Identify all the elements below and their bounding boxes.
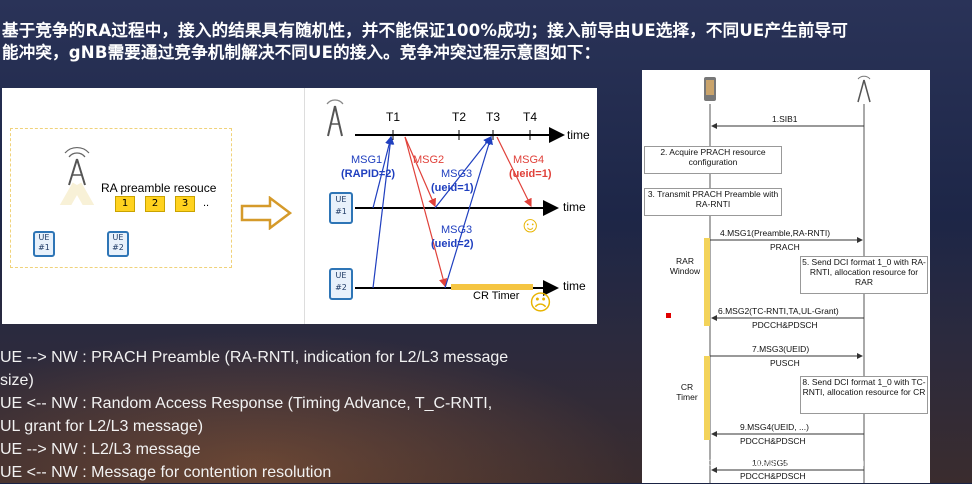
preamble-ellipsis: .. [203, 197, 210, 209]
list-item: UL grant for L2/L3 message) [0, 418, 204, 435]
preamble-cell: 2 [145, 196, 165, 212]
phone-icon [704, 77, 716, 101]
msg3-label: 7.MSG3(UEID) [752, 344, 810, 354]
msg4-sub-label: (ueid=1) [509, 168, 552, 180]
msg2-channel: PDCCH&PDSCH [752, 320, 818, 330]
ra-resource-box: RA preamble resouce 1 2 3 .. UE #1 UE #2 [10, 128, 232, 268]
time-label-t2: T2 [452, 110, 467, 124]
msg1-label: 4.MSG1(Preamble,RA-RNTI) [720, 228, 831, 238]
sad-face-icon: ☹ [529, 290, 552, 315]
sequence-chart: UE #1 UE #2 T1 T2 T3 T4 time time time M… [304, 88, 597, 324]
heading-line-2: 能冲突，gNB需要通过竞争机制解决不同UE的接入。竞争冲突过程示意图如下： [2, 43, 601, 62]
preamble-cell: 1 [115, 196, 135, 212]
sib1-label: 1.SIB1 [772, 114, 798, 124]
list-item: UE <-- NW : Random Access Response (Timi… [0, 395, 493, 412]
msg3-ue1-sub-label: (ueid=1) [431, 182, 474, 194]
msg5-channel: PDCCH&PDSCH [740, 471, 806, 481]
list-item: UE <-- NW : Message for contention resol… [0, 464, 332, 481]
time-axis-label: time [567, 128, 590, 142]
city-glow [0, 330, 640, 483]
cr-timer-label: CR Timer [473, 290, 520, 302]
seq-ue-2-icon: UE #2 [329, 268, 353, 300]
ra-procedure-panel: 1.SIB1 2. Acquire PRACH resource configu… [642, 70, 930, 483]
msg2-label: MSG2 [413, 154, 445, 166]
seq-ue-1-icon: UE #1 [329, 192, 353, 224]
msg1-sub-label: (RAPID=2) [341, 168, 396, 180]
list-item: UE --> NW : PRACH Preamble (RA-RNTI, ind… [0, 349, 509, 366]
right-arrow-icon [240, 196, 292, 230]
cr-timer-label: CR Timer [676, 382, 698, 402]
msg4-channel: PDCCH&PDSCH [740, 436, 806, 446]
gnb-antenna-icon [59, 147, 95, 205]
rar-window-label: RAR Window [669, 256, 701, 276]
time-label-t1: T1 [386, 110, 401, 124]
laser-pointer-dot [666, 313, 671, 318]
time-label-t4: T4 [523, 110, 538, 124]
step-8-box: 8. Send DCI format 1_0 with TC-RNTI, all… [800, 376, 928, 414]
msg1-channel: PRACH [770, 242, 800, 252]
gnb-antenna-icon [857, 75, 871, 103]
sequence-lines [355, 127, 565, 296]
msg5-label: 10.MSG5 [752, 458, 788, 468]
happy-face-icon: ☺ [519, 212, 542, 237]
watermark-text: https://blog.csdn.net/HuangWenBing [694, 455, 889, 469]
msg3-ue2-sub-label: (ueid=2) [431, 238, 474, 250]
step-5-box: 5. Send DCI format 1_0 with RA-RNTI, all… [800, 256, 928, 294]
message-list: UE --> NW : PRACH Preamble (RA-RNTI, ind… [0, 346, 640, 484]
heading-line-1: 基于竞争的RA过程中，接入的结果具有随机性，并不能保证100%成功；接入前导由U… [2, 21, 848, 40]
list-item: size) [0, 372, 34, 389]
msg3-ue2-label: MSG3 [441, 224, 473, 236]
preamble-cell: 3 [175, 196, 195, 212]
slide-heading: 基于竞争的RA过程中，接入的结果具有随机性，并不能保证100%成功；接入前导由U… [2, 20, 970, 64]
msg3-ue1-label: MSG3 [441, 168, 473, 180]
step-3-box: 3. Transmit PRACH Preamble with RA-RNTI [644, 188, 782, 216]
ue-1-device-icon: UE #1 [33, 231, 55, 257]
msg2-label: 6.MSG2(TC-RNTI,TA,UL-Grant) [718, 306, 839, 316]
ra-preamble-label: RA preamble resouce [101, 181, 217, 195]
msg1-label: MSG1 [351, 154, 383, 166]
time-axis-label: time [563, 279, 586, 293]
procedure-lines [704, 104, 865, 483]
time-axis-label: time [563, 200, 586, 214]
list-item: UE --> NW : L2/L3 message [0, 441, 201, 458]
contention-diagram: RA preamble resouce 1 2 3 .. UE #1 UE #2 [2, 88, 597, 324]
gnb-tower-icon [326, 99, 344, 137]
ue-2-device-icon: UE #2 [107, 231, 129, 257]
step-2-box: 2. Acquire PRACH resource configuration [644, 146, 782, 174]
msg4-label: MSG4 [513, 154, 545, 166]
msg4-label: 9.MSG4(UEID, ...) [740, 422, 809, 432]
msg3-channel: PUSCH [770, 358, 800, 368]
time-label-t3: T3 [486, 110, 501, 124]
